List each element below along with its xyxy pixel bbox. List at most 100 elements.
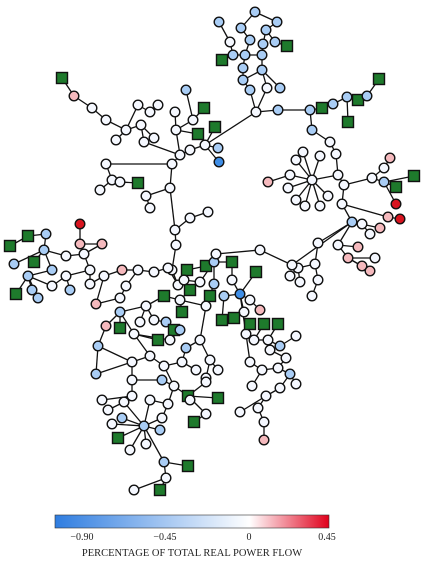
bus-node <box>224 36 236 48</box>
generator-node <box>249 265 263 279</box>
bus-node <box>237 74 249 86</box>
bus-node <box>184 144 196 156</box>
bus-node <box>248 334 260 346</box>
bus-node <box>160 472 172 484</box>
bus-node <box>116 264 128 276</box>
bus-node <box>274 340 286 352</box>
bus-node <box>369 252 381 264</box>
bus-node <box>364 228 376 240</box>
bus-node <box>290 378 302 390</box>
bus-node <box>78 248 90 260</box>
bus-node <box>158 360 170 372</box>
bus-node <box>60 250 72 262</box>
bus-node <box>128 328 140 340</box>
bus-node <box>96 238 108 250</box>
bus-node <box>272 104 284 116</box>
generator-node <box>389 180 403 194</box>
bus-node <box>168 380 180 392</box>
bus-node <box>258 416 270 428</box>
colorbar-gradient <box>54 514 330 529</box>
bus-node <box>342 252 354 264</box>
bus-node <box>32 292 44 304</box>
bus-node <box>184 394 196 406</box>
bus-node <box>212 364 224 376</box>
colorbar: −0.90 −0.45 0 0.45 PERCENTAGE OF TOTAL R… <box>54 514 336 559</box>
generator-node <box>243 317 257 331</box>
bus-node <box>330 148 342 160</box>
network-edge <box>169 187 176 231</box>
generator-node <box>175 305 189 319</box>
bus-node <box>213 156 225 168</box>
bus-node <box>138 420 150 432</box>
bus-node <box>60 270 72 282</box>
bus-node <box>260 390 272 402</box>
bus-node <box>110 134 122 146</box>
bus-node <box>46 280 58 292</box>
bus-node <box>98 270 110 282</box>
bus-node <box>84 264 96 276</box>
bus-node <box>178 274 190 286</box>
generator-node <box>203 289 217 303</box>
bus-node <box>274 82 286 94</box>
bus-node <box>148 314 160 326</box>
bus-node <box>244 34 256 46</box>
bus-node <box>364 265 376 277</box>
bus-node <box>154 424 166 436</box>
bus-node <box>132 264 144 276</box>
bus-node <box>244 294 256 306</box>
network-nodes <box>3 6 421 497</box>
generator-node <box>157 289 171 303</box>
bus-node <box>338 179 350 191</box>
network-edge <box>341 203 389 218</box>
bus-node <box>199 139 211 151</box>
generator-node <box>372 72 386 86</box>
bus-node <box>169 106 181 118</box>
bus-node <box>176 356 188 368</box>
generator-node <box>407 169 421 183</box>
bus-node <box>256 364 268 376</box>
bus-node <box>366 172 378 184</box>
bus-node <box>306 290 318 302</box>
bus-node <box>213 16 225 28</box>
bus-node <box>194 334 206 346</box>
bus-node <box>135 119 147 131</box>
bus-node <box>114 176 126 188</box>
bus-node <box>148 132 160 144</box>
bus-node <box>332 239 344 251</box>
bus-node <box>327 98 339 110</box>
bus-node <box>284 368 296 380</box>
bus-node <box>250 106 262 118</box>
bus-node <box>148 266 160 278</box>
generator-node <box>191 127 205 141</box>
bus-node <box>271 16 283 28</box>
bus-node <box>166 158 178 170</box>
bus-node <box>252 402 264 414</box>
network-edge <box>143 425 165 463</box>
bus-node <box>118 396 130 408</box>
bus-node <box>100 114 112 126</box>
bus-node <box>309 258 321 270</box>
generator-node <box>257 317 271 331</box>
bus-node <box>374 222 386 234</box>
bus-node <box>138 136 150 148</box>
network-edge <box>97 345 133 363</box>
bus-node <box>254 244 266 256</box>
bus-node <box>140 190 152 202</box>
bus-node <box>134 316 146 328</box>
bus-node <box>187 114 199 126</box>
bus-node <box>169 224 181 236</box>
network-edge <box>143 141 181 156</box>
generator-node <box>215 53 229 67</box>
bus-node <box>22 270 34 282</box>
bus-node <box>158 456 170 468</box>
colorbar-caption: PERCENTAGE OF TOTAL REAL POWER FLOW <box>82 548 302 559</box>
bus-node <box>244 356 256 368</box>
bus-node <box>210 248 222 260</box>
bus-node <box>84 278 96 290</box>
bus-node <box>200 300 212 312</box>
colorbar-tick-3: 0 <box>247 532 252 543</box>
network-edge <box>199 305 207 341</box>
bus-node <box>332 169 344 181</box>
bus-node <box>126 390 138 402</box>
